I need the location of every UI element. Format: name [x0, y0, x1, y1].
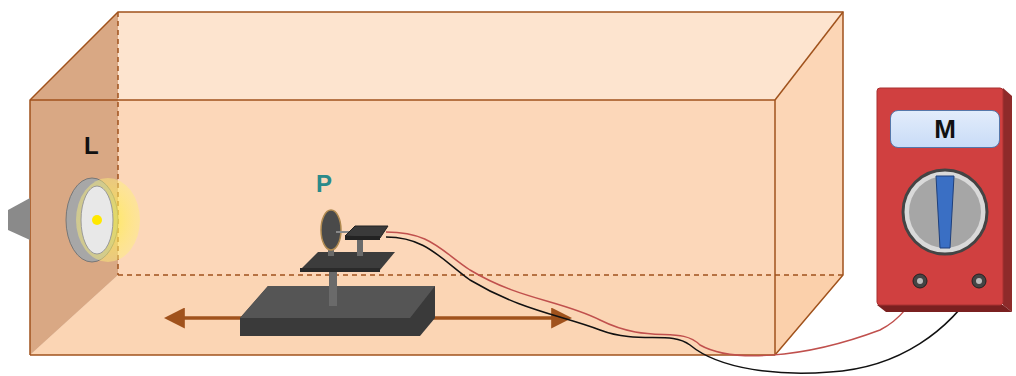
- dark-box: [30, 12, 843, 355]
- meter-side: [1003, 88, 1012, 312]
- meter-dial: [903, 170, 987, 254]
- meter-body: [877, 88, 1003, 305]
- stand-base-top: [240, 286, 435, 318]
- meter-needle: [936, 176, 954, 248]
- top-face: [30, 12, 843, 100]
- front-face: [30, 100, 775, 355]
- photocell-label: P: [316, 172, 332, 196]
- sensor-stand: [240, 210, 435, 336]
- jack: [913, 274, 927, 288]
- lamp-lens: [81, 186, 113, 254]
- stand-platform: [300, 252, 395, 270]
- lamp-mount: [8, 198, 30, 240]
- meter-display: M: [890, 110, 1000, 148]
- lamp-label: L: [84, 134, 99, 158]
- photocell: [321, 210, 341, 250]
- lamp: [8, 178, 140, 262]
- box-edges: [30, 12, 843, 355]
- stand-base: [240, 286, 435, 336]
- lamp-light: [76, 178, 140, 262]
- jack: [972, 274, 986, 288]
- meter-name: M: [934, 116, 956, 142]
- lamp-bulb: [92, 215, 102, 225]
- meter: [877, 88, 1012, 312]
